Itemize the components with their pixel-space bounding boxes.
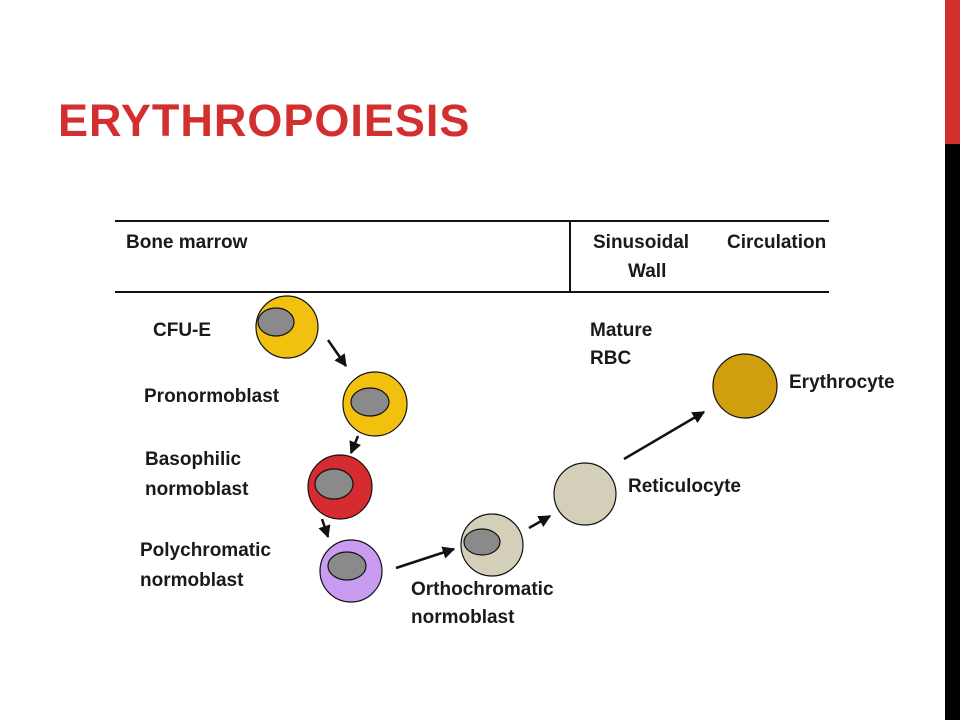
label-polychromatic-line2: normoblast: [140, 570, 244, 591]
label-mature-line1: Mature: [590, 320, 653, 341]
label-basophilic-line1: Basophilic: [145, 449, 242, 470]
accent-bar-black: [945, 144, 960, 720]
label-reticulocyte: Reticulocyte: [628, 476, 741, 497]
cell-polychromatic-normoblast: [319, 539, 383, 603]
arrow-reticulocyte-to-erythrocyte: [623, 410, 706, 461]
label-pronormoblast: Pronormoblast: [144, 386, 280, 407]
arrow-polychromatic-to-orthochromatic: [395, 546, 456, 570]
cell-pronormoblast: [342, 371, 408, 437]
arrow-pronormoblast-to-basophilic: [349, 435, 362, 455]
accent-bar-red: [945, 0, 960, 144]
label-orthochromatic-line2: normoblast: [411, 607, 515, 628]
arrow-cfu-to-pronormoblast: [326, 339, 348, 368]
header-wall: Wall: [628, 261, 667, 282]
cell-cfu-e: [255, 295, 319, 359]
cell-reticulocyte: [553, 462, 617, 526]
cfu-e-nucleus: [257, 307, 295, 337]
label-basophilic-line2: normoblast: [145, 479, 249, 500]
label-erythrocyte: Erythrocyte: [789, 372, 895, 393]
cell-erythrocyte: [712, 353, 778, 419]
label-mature-line2: RBC: [590, 348, 632, 369]
label-cfu-e: CFU-E: [153, 320, 212, 341]
pronormoblast-nucleus: [350, 387, 390, 417]
reticulocyte-body: [553, 462, 617, 526]
basophilic-nucleus: [314, 468, 354, 500]
cell-basophilic-normoblast: [307, 454, 373, 520]
polychromatic-nucleus: [327, 551, 367, 581]
label-orthochromatic-line1: Orthochromatic: [411, 579, 554, 600]
label-polychromatic-line1: Polychromatic: [140, 540, 271, 561]
header-bone-marrow: Bone marrow: [126, 232, 248, 253]
erythrocyte-body: [712, 353, 778, 419]
arrow-orthochromatic-to-reticulocyte: [528, 514, 552, 530]
slide-title: ERYTHROPOIESIS: [58, 95, 471, 146]
header-sinusoidal: Sinusoidal: [593, 232, 690, 253]
header-circulation: Circulation: [727, 232, 827, 253]
cell-orthochromatic-normoblast: [460, 513, 524, 577]
arrow-basophilic-to-polychromatic: [318, 518, 331, 539]
orthochromatic-nucleus: [463, 528, 501, 556]
